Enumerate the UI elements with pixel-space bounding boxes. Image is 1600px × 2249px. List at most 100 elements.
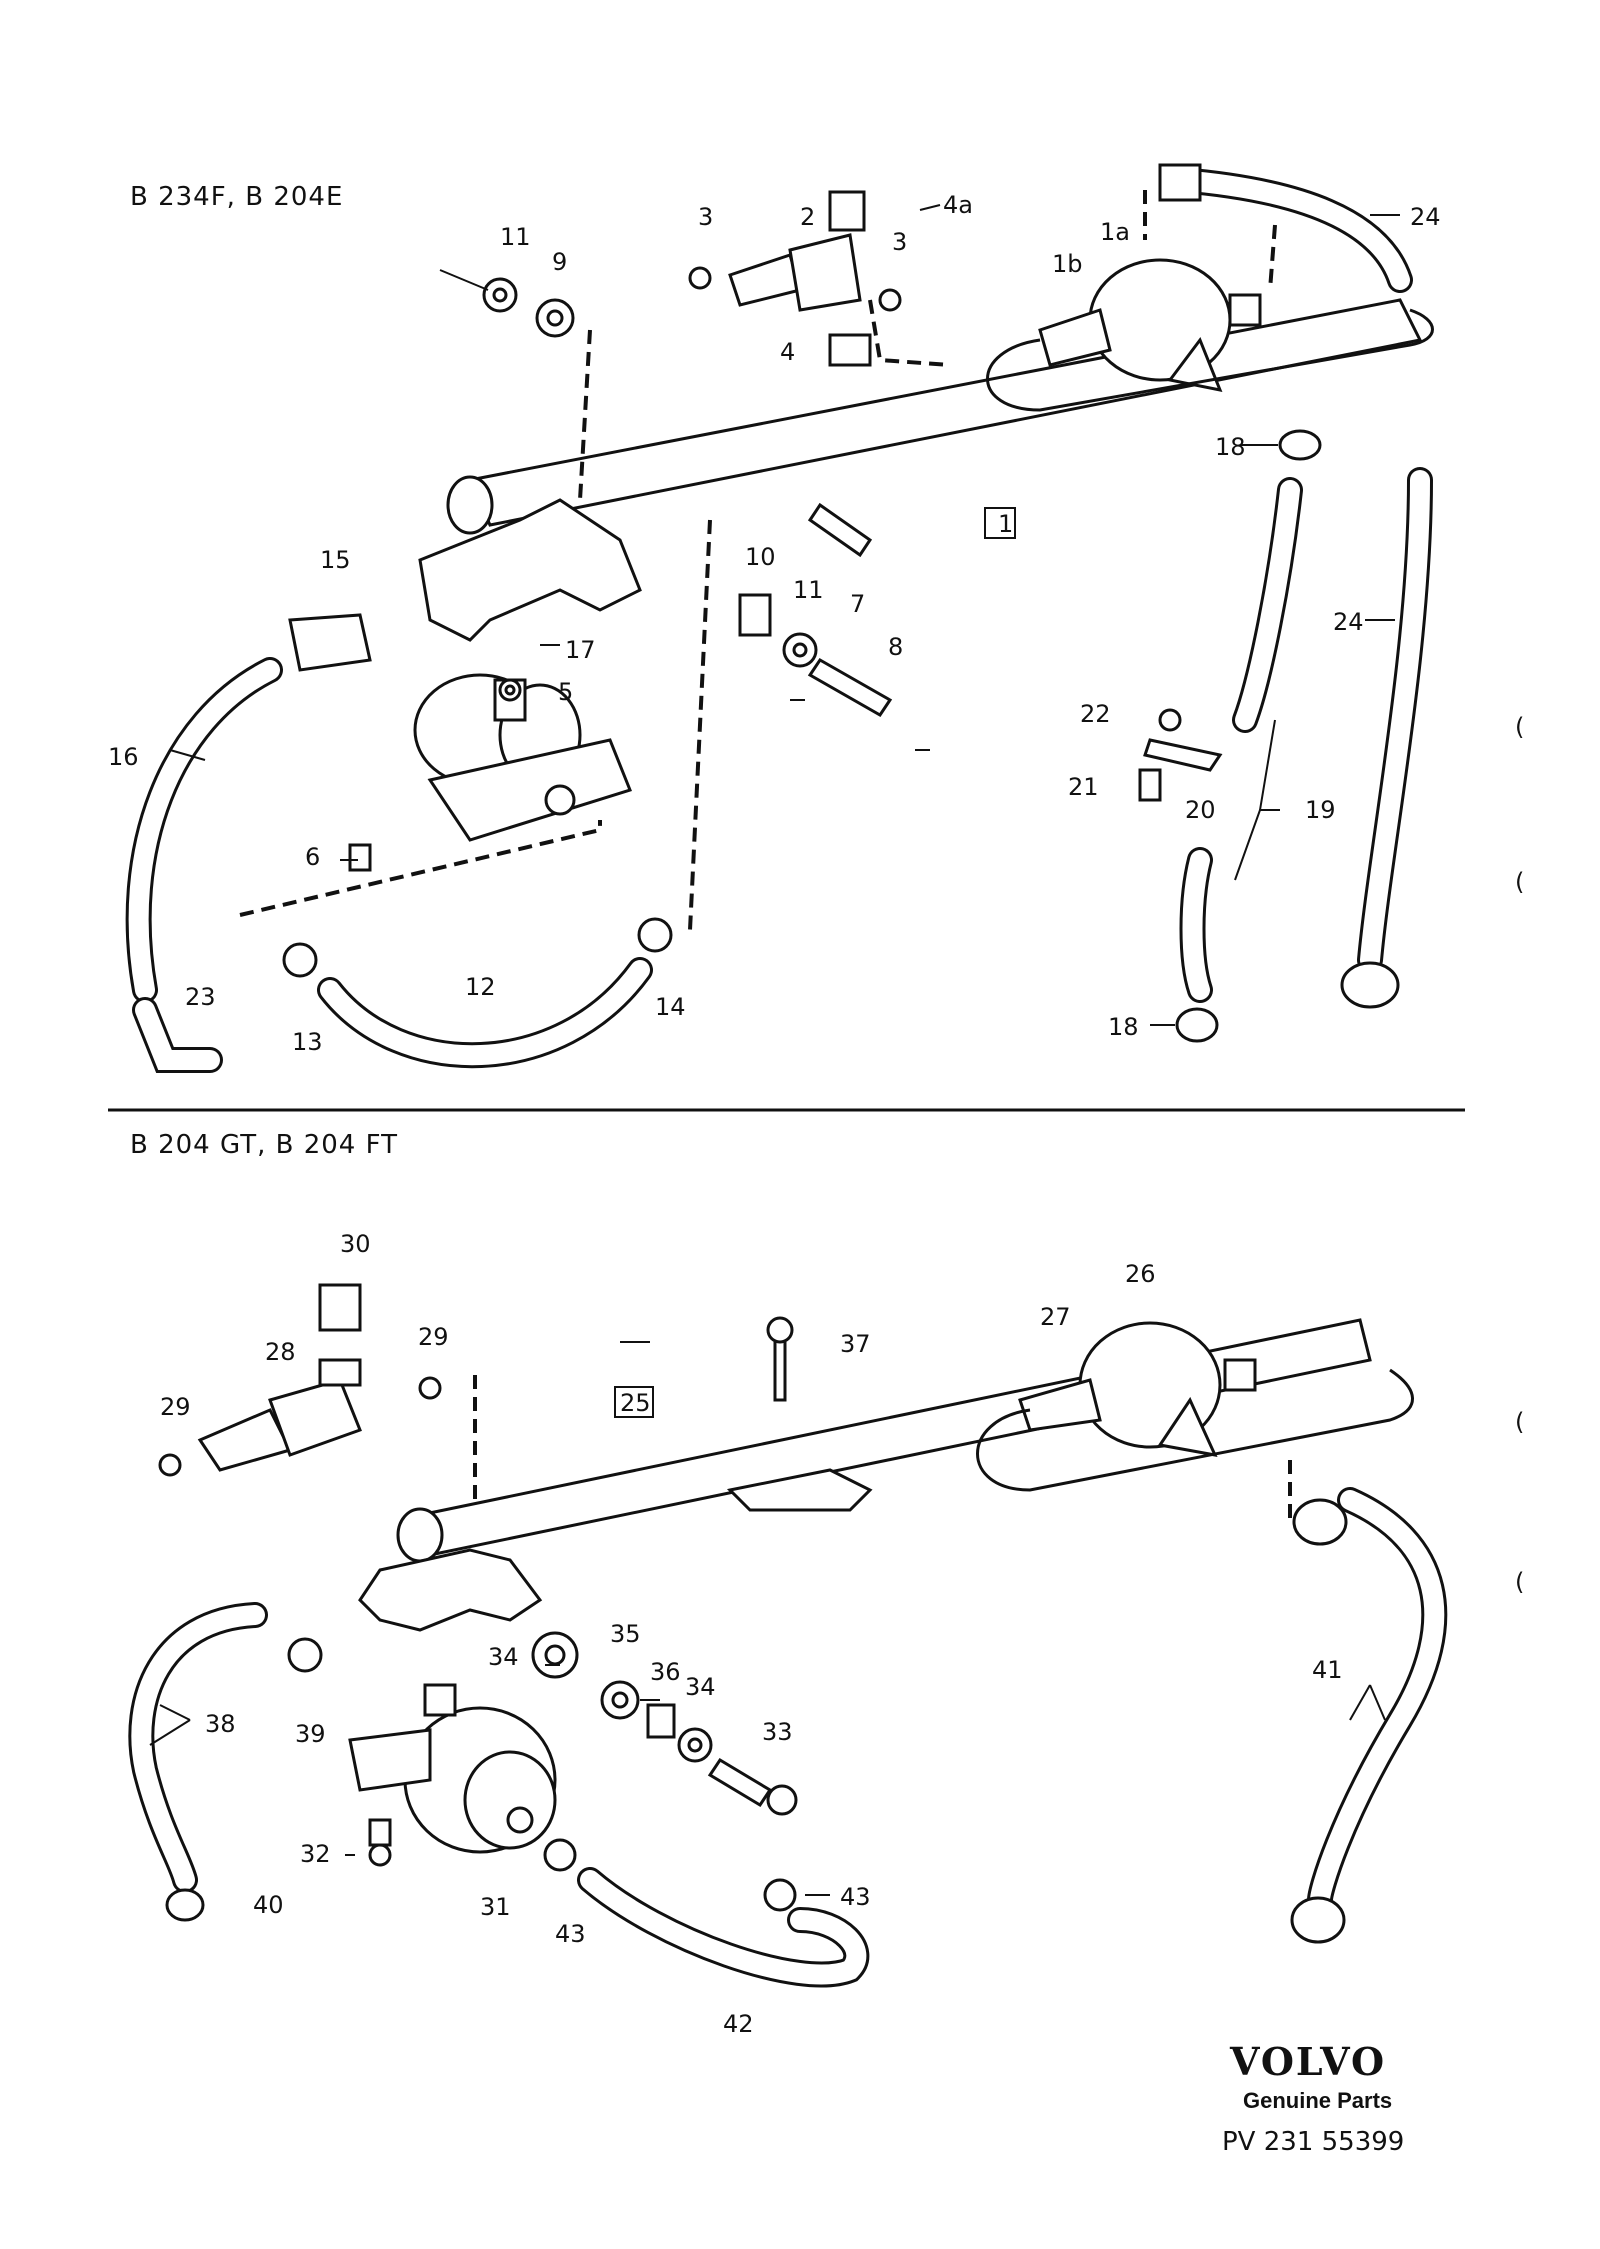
callout-26: 26 [1125, 1260, 1156, 1288]
callout-28: 28 [265, 1338, 296, 1366]
callout-10: 10 [745, 543, 776, 571]
callout-27: 27 [1040, 1303, 1071, 1331]
callout-15: 15 [320, 546, 351, 574]
margin-marks: ( ( ( ( [1515, 713, 1524, 1596]
clip-4 [828, 333, 872, 367]
callout-37: 37 [840, 1330, 871, 1358]
pressure-damper-1a [1038, 258, 1262, 393]
callout-33: 33 [762, 1718, 793, 1746]
callout-16: 16 [108, 743, 139, 771]
top-assembly: 1 1a 1b 2 3 3 4 4a 5 6 7 8 9 10 11 11 12… [108, 163, 1441, 1073]
callout-34-right: 34 [685, 1673, 716, 1701]
callout-24-right: 24 [1333, 608, 1364, 636]
callout-25: 25 [620, 1389, 651, 1417]
svg-text:(: ( [1515, 1568, 1524, 1596]
rail-bracket-bottom [358, 1548, 543, 1632]
return-loop-bottom [976, 1368, 1414, 1492]
callout-43-left: 43 [555, 1920, 586, 1948]
box-label-1 [984, 507, 1016, 539]
fuel-injector-top [688, 233, 902, 312]
callout-1: 1 [998, 510, 1013, 538]
callout-4: 4 [780, 338, 795, 366]
callout-40: 40 [253, 1891, 284, 1919]
leader-lines-top [169, 204, 1400, 1026]
callout-29-left: 29 [160, 1393, 191, 1421]
bottom-assembly: 25 26 27 28 29 29 30 31 32 33 34 34 35 3… [128, 1230, 1448, 2038]
callout-17: 17 [565, 636, 596, 664]
callout-32: 32 [300, 1840, 331, 1868]
callout-43-right: 43 [840, 1883, 871, 1911]
clamp-39 [287, 1637, 323, 1673]
callout-35: 35 [610, 1620, 641, 1648]
dashed-connections-bottom [473, 1375, 1292, 1525]
fuel-rail-top [446, 298, 1423, 535]
callout-11-top: 11 [500, 223, 531, 251]
callout-7: 7 [850, 590, 865, 618]
fasteners-bottom [368, 1316, 798, 1867]
leader-lines-bottom [149, 1341, 1386, 1896]
callout-20: 20 [1185, 796, 1216, 824]
box-label-25 [614, 1386, 654, 1418]
dashed-connections-top [239, 190, 1277, 931]
callout-13: 13 [292, 1028, 323, 1056]
callout-29-right: 29 [418, 1323, 449, 1351]
callout-labels-bottom: 25 26 27 28 29 29 30 31 32 33 34 34 35 3… [160, 1230, 1343, 2038]
clamp-18-bottom [1175, 1007, 1219, 1043]
callout-24-top: 24 [1410, 203, 1441, 231]
fuel-rail-bottom [396, 1318, 1372, 1563]
fasteners-top [348, 277, 1223, 872]
reference-number: PV 231 55399 [1222, 2127, 1404, 2157]
callout-3-right: 3 [892, 228, 907, 256]
callout-36: 36 [650, 1658, 681, 1686]
callout-38: 38 [205, 1710, 236, 1738]
callout-34-left: 34 [488, 1643, 519, 1671]
callout-3-left: 3 [698, 203, 713, 231]
pressure-regulator-bottom [348, 1683, 557, 1854]
clip-4a [828, 190, 866, 232]
clamp-40 [165, 1888, 205, 1922]
return-loop-top [986, 308, 1434, 412]
clip-30 [318, 1283, 362, 1332]
callout-19: 19 [1305, 796, 1336, 824]
callout-23: 23 [185, 983, 216, 1011]
pressure-regulator-top [413, 673, 632, 842]
callout-5: 5 [558, 678, 573, 706]
callout-11-right: 11 [793, 576, 824, 604]
clamp-43-right [763, 1878, 797, 1912]
elbow-15 [288, 613, 372, 672]
svg-text:(: ( [1515, 1408, 1524, 1436]
callout-8: 8 [888, 633, 903, 661]
brand-block: VOLVO Genuine Parts PV 231 55399 [1222, 2039, 1404, 2157]
rail-mid-bracket [726, 1468, 873, 1512]
callout-12: 12 [465, 973, 496, 1001]
callout-1b: 1b [1052, 250, 1083, 278]
callout-39: 39 [295, 1720, 326, 1748]
callout-labels-top: 1 1a 1b 2 3 3 4 4a 5 6 7 8 9 10 11 11 12… [108, 191, 1441, 1056]
callout-9: 9 [552, 248, 567, 276]
callout-1a: 1a [1100, 218, 1130, 246]
callout-41: 41 [1312, 1656, 1343, 1684]
pressure-damper-26 [1018, 1321, 1257, 1457]
callout-22: 22 [1080, 700, 1111, 728]
callout-18-bottom: 18 [1108, 1013, 1139, 1041]
clamp-18-top [1278, 429, 1322, 461]
genuine-parts-text: Genuine Parts [1243, 2088, 1392, 2113]
clamp-14 [637, 917, 673, 953]
callout-18-top: 18 [1215, 433, 1246, 461]
clamp-13 [282, 942, 318, 978]
svg-text:(: ( [1515, 713, 1524, 741]
callout-4a: 4a [943, 191, 973, 219]
fuel-injector-bottom [158, 1358, 442, 1477]
section-title-top: B 234F, B 204E [130, 182, 343, 212]
callout-31: 31 [480, 1893, 511, 1921]
callout-30: 30 [340, 1230, 371, 1258]
callout-14: 14 [655, 993, 686, 1021]
callout-42: 42 [723, 2010, 754, 2038]
section-title-bottom: B 204 GT, B 204 FT [130, 1130, 398, 1160]
callout-6: 6 [305, 843, 320, 871]
rail-bracket-top [418, 498, 642, 642]
callout-21: 21 [1068, 773, 1099, 801]
callout-2: 2 [800, 203, 815, 231]
